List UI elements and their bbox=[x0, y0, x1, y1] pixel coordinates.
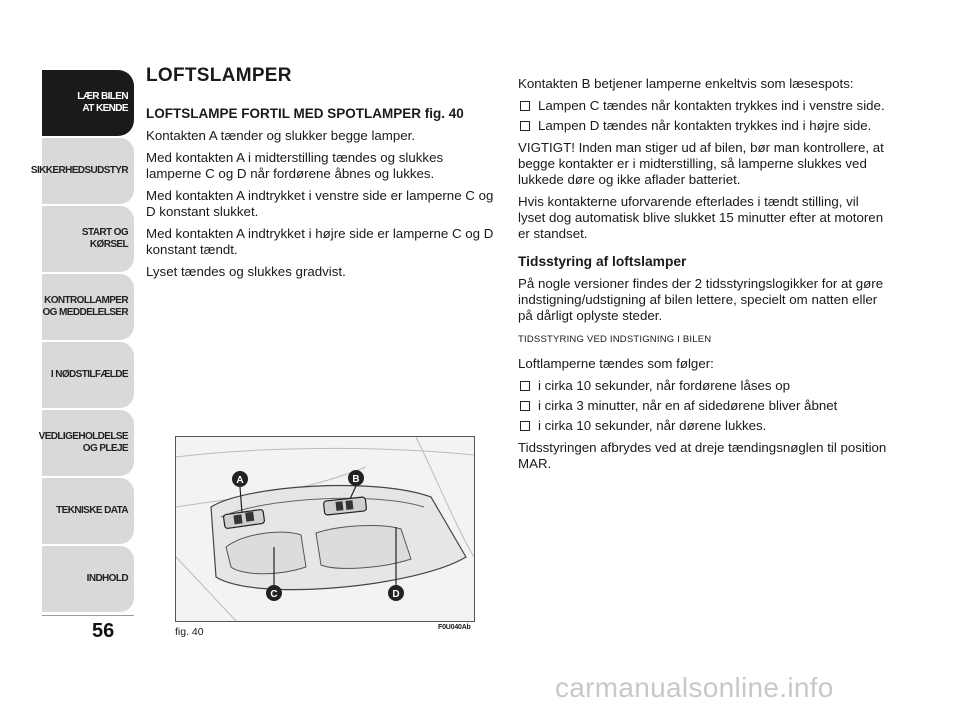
subsection-title: LOFTSLAMPE FORTIL MED SPOTLAMPER fig. 40 bbox=[146, 106, 464, 121]
paragraph: Loftlamperne tændes som følger: bbox=[518, 356, 714, 371]
page-number: 56 bbox=[92, 620, 115, 642]
callout-c: C bbox=[266, 585, 282, 601]
timer-bullet-list: i cirka 10 sekunder, når fordørene låses… bbox=[518, 378, 888, 434]
svg-text:D: D bbox=[392, 589, 399, 600]
tab-tekniske-data[interactable]: TEKNISKE DATA bbox=[42, 478, 134, 544]
spot-bullet-list: Lampen C tændes når kontakten trykkes in… bbox=[518, 98, 888, 134]
paragraph: Tidsstyringen afbrydes ved at dreje tænd… bbox=[518, 440, 887, 471]
callout-d: D bbox=[388, 585, 404, 601]
section-title: LOFTSLAMPER bbox=[146, 65, 292, 86]
list-item: Lampen D tændes når kontakten trykkes in… bbox=[518, 118, 888, 134]
important-note: VIGTIGT! Inden man stiger ud af bilen, b… bbox=[518, 140, 884, 187]
list-item: Lampen C tændes når kontakten trykkes in… bbox=[518, 98, 888, 114]
list-item: i cirka 3 minutter, når en af sidedørene… bbox=[518, 398, 888, 414]
tab-vedligeholdelse[interactable]: VEDLIGEHOLDELSE OG PLEJE bbox=[39, 410, 134, 476]
paragraph: Kontakten B betjener lamperne enkeltvis … bbox=[518, 76, 854, 91]
tab-kontrollamper[interactable]: KONTROLLAMPER OG MEDDELELSER bbox=[42, 274, 134, 340]
paragraph: Med kontakten A i midterstilling tændes … bbox=[146, 150, 444, 181]
tab-laer-bilen-at-kende[interactable]: LÆR BILEN AT KENDE bbox=[42, 70, 134, 136]
list-item: i cirka 10 sekunder, når fordørene låses… bbox=[518, 378, 888, 394]
callout-b: B bbox=[348, 470, 364, 486]
paragraph: Hvis kontakterne uforvarende efterlades … bbox=[518, 194, 884, 241]
ceiling-lamp-illustration: A B C D bbox=[176, 437, 474, 621]
tab-start-og-korsel[interactable]: START OG KØRSEL bbox=[42, 206, 134, 272]
tab-i-nodstilfaelde[interactable]: I NØDSTILFÆLDE bbox=[42, 342, 134, 408]
section-heading: Tidsstyring af loftslamper bbox=[518, 254, 687, 269]
paragraph: Med kontakten A indtrykket i venstre sid… bbox=[146, 188, 494, 219]
figure-caption: fig. 40 bbox=[175, 626, 204, 638]
paragraph: Lyset tændes og slukkes gradvist. bbox=[146, 264, 346, 279]
paragraph: Kontakten A tænder og slukker begge lamp… bbox=[146, 128, 416, 143]
paragraph: Med kontakten A indtrykket i højre side … bbox=[146, 226, 494, 257]
svg-text:B: B bbox=[352, 474, 359, 485]
small-heading: TIDSSTYRING VED INDSTIGNING I BILEN bbox=[518, 334, 712, 345]
list-item: i cirka 10 sekunder, når dørene lukkes. bbox=[518, 418, 888, 434]
figure-ceiling-lamp: A B C D bbox=[175, 436, 475, 622]
svg-text:C: C bbox=[270, 589, 277, 600]
watermark: carmanualsonline.info bbox=[555, 672, 834, 703]
sidebar-divider bbox=[42, 615, 134, 616]
callout-a: A bbox=[232, 471, 248, 487]
left-column: LOFTSLAMPER LOFTSLAMPE FORTIL MED SPOTLA… bbox=[146, 65, 496, 286]
right-column: Kontakten B betjener lamperne enkeltvis … bbox=[518, 76, 888, 478]
svg-text:A: A bbox=[236, 475, 243, 486]
figure-code: F0U040Ab bbox=[438, 624, 471, 631]
tab-sikkerhedsudstyr[interactable]: SIKKERHEDSUDSTYR bbox=[31, 138, 134, 204]
paragraph: På nogle versioner findes der 2 tidsstyr… bbox=[518, 276, 884, 323]
tab-indhold[interactable]: INDHOLD bbox=[42, 546, 134, 612]
